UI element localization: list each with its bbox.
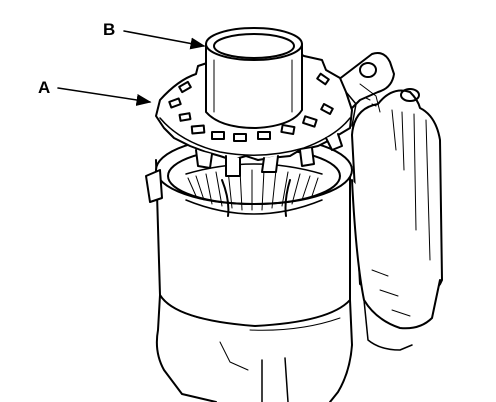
solenoid-body	[351, 88, 443, 351]
callout-a-leader	[57, 87, 152, 106]
armature-windings	[185, 163, 323, 217]
callout-b-leader	[123, 30, 206, 50]
callout-label-a: A	[38, 78, 51, 97]
callout-label-b: B	[103, 20, 116, 39]
starter-motor-housing	[145, 135, 353, 402]
terminal-bracket	[335, 52, 395, 131]
commutator-cylinder	[205, 27, 303, 129]
